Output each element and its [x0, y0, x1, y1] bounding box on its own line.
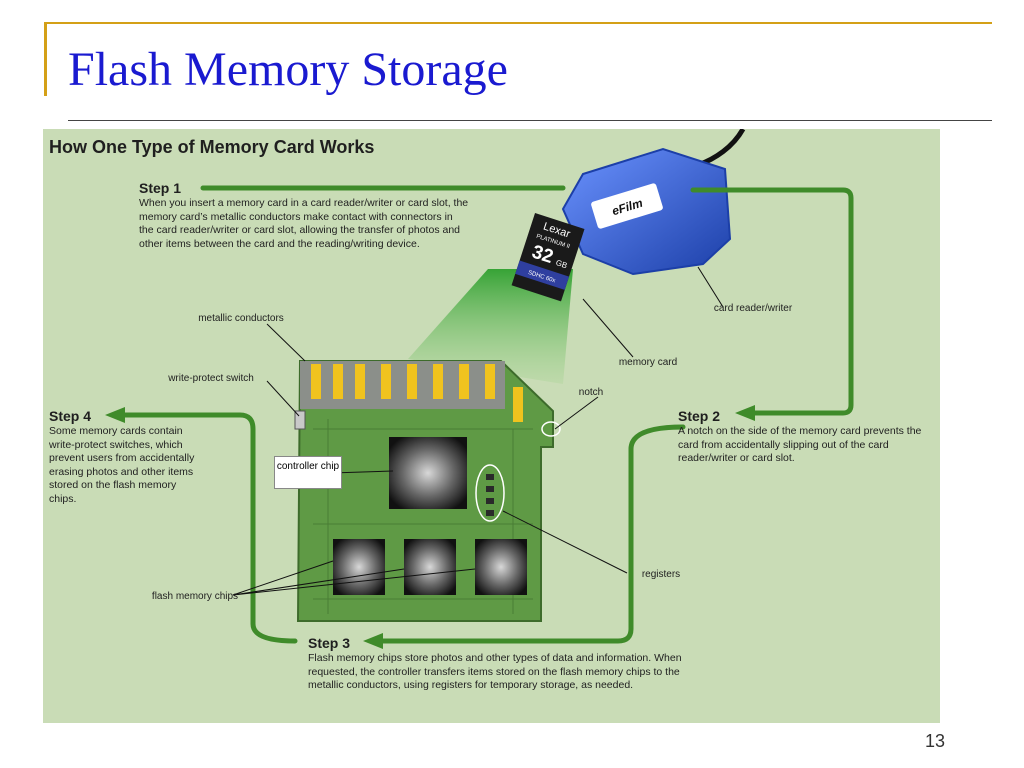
card-top-edge: [300, 361, 505, 409]
circuit-traces: [313, 419, 533, 614]
step-1: Step 1 When you insert a memory card in …: [139, 179, 469, 251]
step-2-heading: Step 2: [678, 408, 721, 424]
label-memory-card: memory card: [618, 357, 678, 368]
step-3-text: Flash memory chips store photos and othe…: [308, 652, 682, 691]
registers-highlight: [475, 464, 505, 522]
flow-line-to-step2: [690, 187, 854, 416]
flow-line-to-step4: [114, 412, 298, 644]
label-metallic-conductors: metallic conductors: [198, 313, 284, 324]
label-write-protect-switch: write-protect switch: [168, 373, 254, 384]
step-flow-arrows: [114, 185, 854, 644]
green-beam: [408, 269, 573, 384]
label-card-reader-writer: card reader/writer: [713, 303, 793, 314]
accent-bar-vertical: [44, 22, 47, 96]
step-1-heading: Step 1: [139, 180, 182, 196]
title-divider: [68, 120, 992, 121]
accent-bar-top: [44, 22, 992, 24]
controller-chip-icon: [389, 437, 467, 509]
step-2-text: A notch on the side of the memory card p…: [678, 425, 922, 464]
flash-chip-3-icon: [475, 539, 527, 595]
register-components: [486, 474, 494, 516]
flow-arrowheads: [105, 405, 755, 649]
page-number: 13: [925, 731, 946, 751]
leader-lines: [232, 266, 724, 596]
label-notch: notch: [578, 387, 604, 398]
write-protect-switch-icon: [294, 410, 306, 430]
step-1-text: When you insert a memory card in a card …: [139, 197, 469, 250]
label-controller-chip: controller chip: [274, 456, 342, 489]
sd-card-icon: Lexar PLATINUM II 32 GB SDHC 60x: [511, 212, 585, 302]
flash-chip-1-icon: [333, 539, 385, 595]
metallic-conductor-pins: [311, 364, 523, 422]
reader-cable: [697, 129, 746, 168]
step-2: Step 2 A notch on the side of the memory…: [678, 407, 940, 466]
memory-card-diagram: eFilm Lexar PLATINUM II 32 GB SDHC 60x: [105, 129, 854, 649]
step-4-text: Some memory cards contain write-protect …: [49, 425, 195, 505]
flow-line-to-step3: [373, 424, 686, 644]
label-flash-memory-chips: flash memory chips: [151, 591, 239, 602]
step-3-heading: Step 3: [308, 635, 351, 651]
card-unit-text: GB: [555, 258, 569, 270]
notch-highlight: [541, 421, 561, 437]
step-4-heading: Step 4: [49, 408, 92, 424]
figure-heading: How One Type of Memory Card Works: [49, 137, 375, 157]
step-3: Step 3 Flash memory chips store photos a…: [308, 634, 693, 693]
reader-logo-plate: [591, 183, 663, 229]
figure-panel: eFilm Lexar PLATINUM II 32 GB SDHC 60x: [43, 129, 940, 723]
slide-title: Flash Memory Storage: [68, 43, 508, 96]
step-4: Step 4 Some memory cards contain write-p…: [49, 407, 199, 506]
flash-chip-2-icon: [404, 539, 456, 595]
label-registers: registers: [641, 569, 681, 580]
